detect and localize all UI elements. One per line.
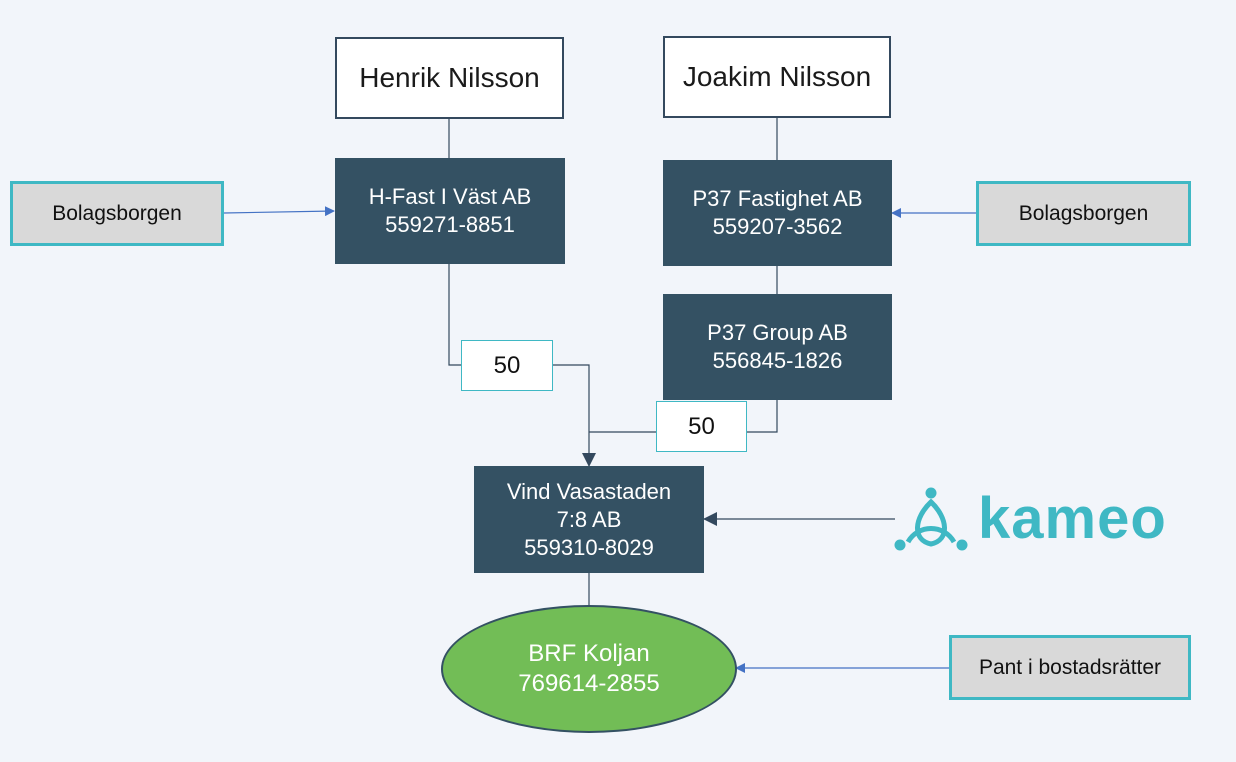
node-p37fast-name: P37 Fastighet AB xyxy=(692,186,863,211)
kameo-logo-text: kameo xyxy=(978,486,1167,551)
guarantee-left-label: Bolagsborgen xyxy=(52,201,182,225)
share-p37group-value: 50 xyxy=(688,412,715,440)
share-hfast-value: 50 xyxy=(493,351,521,379)
node-vind-org: 559310-8029 xyxy=(524,534,654,560)
connector-share-hfast-vind xyxy=(552,364,596,467)
node-vind-vasastaden: Vind Vasastaden 7:8 AB 559310-8029 xyxy=(474,466,704,573)
arrow-guarantee-left xyxy=(223,206,335,217)
node-hfast-org: 559271-8851 xyxy=(385,212,515,237)
node-brf-koljan: BRF Koljan 769614-2855 xyxy=(441,605,737,733)
share-label-hfast: 50 xyxy=(461,340,553,391)
connector-p37group-share xyxy=(746,400,778,433)
node-p37-fastighet: P37 Fastighet AB 559207-3562 xyxy=(663,160,892,266)
connector-hfast-vind xyxy=(448,264,462,366)
kameo-logo-icon xyxy=(894,487,968,551)
node-vind-line2: 7:8 AB xyxy=(556,506,622,532)
node-henrik-nilsson: Henrik Nilsson xyxy=(335,37,564,119)
node-p37-group: P37 Group AB 556845-1826 xyxy=(663,294,892,400)
node-vind-line1: Vind Vasastaden xyxy=(506,478,672,504)
node-joakim-nilsson: Joakim Nilsson xyxy=(663,36,891,118)
node-p37fast-org: 559207-3562 xyxy=(712,214,843,239)
share-label-p37group: 50 xyxy=(656,401,747,452)
node-hfast-name: H-Fast I Väst AB xyxy=(368,184,532,209)
node-henrik-label: Henrik Nilsson xyxy=(359,62,540,93)
node-p37group-name: P37 Group AB xyxy=(707,320,848,345)
node-brf-org: 769614-2855 xyxy=(518,670,660,697)
guarantee-left: Bolagsborgen xyxy=(10,181,224,246)
guarantee-right: Bolagsborgen xyxy=(976,181,1191,246)
node-hfast: H-Fast I Väst AB 559271-8851 xyxy=(335,158,565,264)
guarantee-right-label: Bolagsborgen xyxy=(1018,201,1149,225)
pledge-label: Pant i bostadsrätter xyxy=(978,655,1162,679)
kameo-logo: kameo xyxy=(892,484,1192,554)
pledge-box: Pant i bostadsrätter xyxy=(949,635,1191,700)
node-brf-name: BRF Koljan xyxy=(528,640,650,667)
node-joakim-label: Joakim Nilsson xyxy=(682,61,872,92)
node-p37group-org: 556845-1826 xyxy=(712,348,843,373)
